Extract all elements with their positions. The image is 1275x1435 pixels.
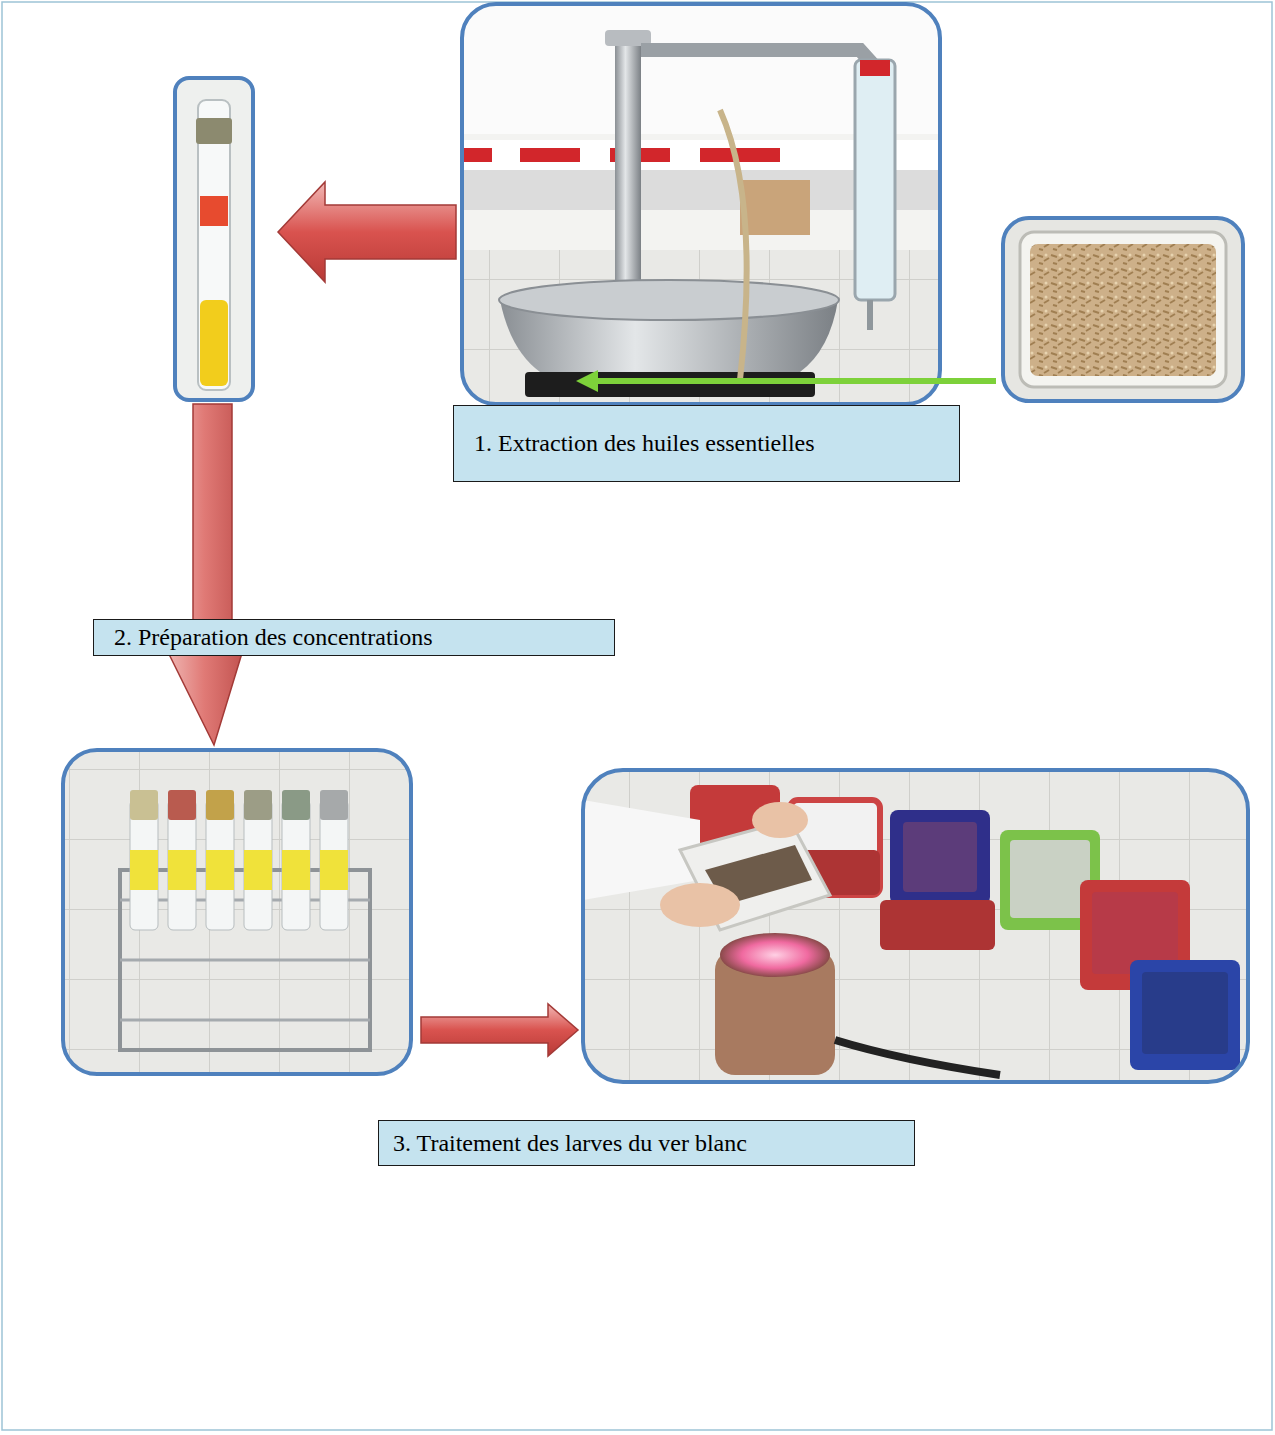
illustration-part xyxy=(175,78,253,400)
process-arrow xyxy=(421,1004,578,1056)
process-arrow xyxy=(162,404,246,745)
illustration-part xyxy=(320,790,348,820)
illustration-part xyxy=(200,300,228,386)
illustration-part xyxy=(244,850,272,890)
illustration-part xyxy=(196,118,232,144)
illustration-part xyxy=(206,790,234,820)
illustration-part xyxy=(867,300,873,330)
illustration-part xyxy=(1003,218,1243,401)
step-label-box: 1. Extraction des huiles essentielles xyxy=(453,405,960,482)
larvae-treatment-photo xyxy=(583,770,1248,1082)
illustration-part xyxy=(1010,840,1090,918)
illustration-part xyxy=(835,1040,1000,1075)
illustration-part xyxy=(641,50,878,70)
illustration-part xyxy=(130,850,158,890)
step-label-box: 3. Traitement des larves du ver blanc xyxy=(378,1120,915,1166)
input-arrow xyxy=(592,378,996,384)
step-label: 3. Traitement des larves du ver blanc xyxy=(393,1129,747,1158)
input-arrow-head xyxy=(576,370,598,392)
illustration-part xyxy=(1020,232,1226,387)
illustration-part xyxy=(525,372,815,397)
illustration-part xyxy=(752,802,808,838)
illustration-part xyxy=(282,790,310,820)
step-label-box: 2. Préparation des concentrations xyxy=(93,619,615,656)
step-label: 1. Extraction des huiles essentielles xyxy=(474,429,815,458)
illustration-part xyxy=(499,280,839,320)
illustration-part xyxy=(63,750,411,1074)
illustration-part xyxy=(890,810,990,905)
photo-frame xyxy=(1003,218,1243,401)
photo-frame xyxy=(63,750,411,1074)
process-arrow xyxy=(278,182,456,282)
illustration-part xyxy=(720,110,747,380)
illustration-part xyxy=(168,850,196,890)
illustration-part xyxy=(660,883,740,927)
step-label: 2. Préparation des concentrations xyxy=(114,623,433,652)
illustration-part xyxy=(720,933,830,977)
illustration-part xyxy=(200,196,228,226)
illustration-part xyxy=(462,148,492,162)
illustration-part xyxy=(282,850,310,890)
illustration-part xyxy=(1130,960,1240,1070)
concentrations-rack-photo xyxy=(63,750,411,1074)
illustration-part xyxy=(168,790,196,820)
illustration-part xyxy=(520,148,580,162)
photo-frame xyxy=(462,4,940,404)
illustration-part xyxy=(206,850,234,890)
illustration-part xyxy=(320,850,348,890)
illustration-part xyxy=(583,770,1248,1082)
photo-frame xyxy=(583,770,1248,1082)
illustration-part xyxy=(700,148,780,162)
illustration-part xyxy=(860,60,890,76)
photo-frame xyxy=(175,78,253,400)
illustration-part xyxy=(880,900,995,950)
illustration-part xyxy=(1030,244,1216,376)
illustration-part xyxy=(130,790,348,930)
illustration-part xyxy=(903,822,977,892)
illustration-part xyxy=(462,4,940,404)
illustration-part xyxy=(130,790,158,820)
illustration-part xyxy=(1142,972,1228,1054)
illustration-part xyxy=(615,40,641,290)
distillation-photo xyxy=(462,4,940,404)
illustration-part xyxy=(740,180,810,235)
essential-oil-tube-photo xyxy=(175,78,253,400)
illustration-part xyxy=(244,790,272,820)
plant-material-photo xyxy=(1003,218,1243,401)
illustration-part xyxy=(855,60,895,300)
